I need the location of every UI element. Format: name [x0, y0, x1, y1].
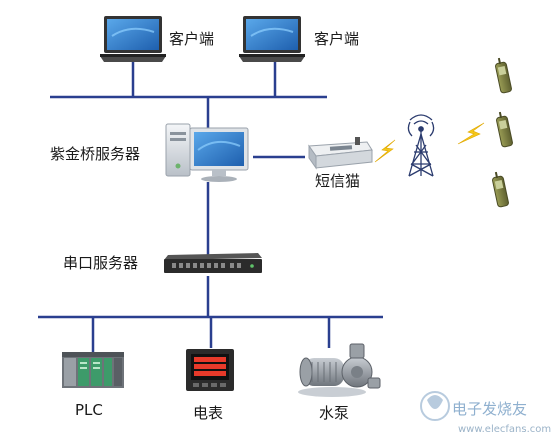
lightning-bolt-icon: [457, 122, 485, 145]
sms-modem-icon: [308, 137, 373, 170]
plc-label: PLC: [75, 401, 103, 419]
mobile-phone-icon: [492, 171, 509, 208]
client-right-laptop-icon: [239, 16, 305, 62]
watermark-url: www.elecfans.com: [458, 424, 552, 435]
client-left-laptop-icon: [100, 16, 166, 62]
power-meter-icon: [186, 349, 234, 391]
meter-label: 电表: [193, 404, 224, 422]
serial-server-label: 串口服务器: [63, 254, 139, 272]
mobile-phone-icon: [496, 111, 513, 148]
plc-device-icon: [62, 352, 124, 388]
wireless-signal-icon: [374, 122, 485, 163]
watermark-logo-text: 电子发烧友: [452, 400, 528, 418]
pump-label: 水泵: [319, 404, 350, 422]
lightning-bolt-icon: [374, 139, 396, 163]
mobile-phone-icon: [495, 57, 512, 94]
main-server-label: 紫金桥服务器: [50, 145, 141, 163]
elecfans-logo-icon: [420, 391, 450, 421]
water-pump-icon: [298, 343, 381, 397]
client-right-label: 客户端: [314, 30, 360, 48]
sms-modem-label: 短信猫: [315, 172, 361, 190]
cell-tower-icon: [407, 114, 435, 177]
client-left-label: 客户端: [169, 30, 215, 48]
serial-server-icon: [164, 253, 262, 273]
connection-lines: [38, 62, 383, 355]
server-computer-icon: [165, 123, 249, 182]
